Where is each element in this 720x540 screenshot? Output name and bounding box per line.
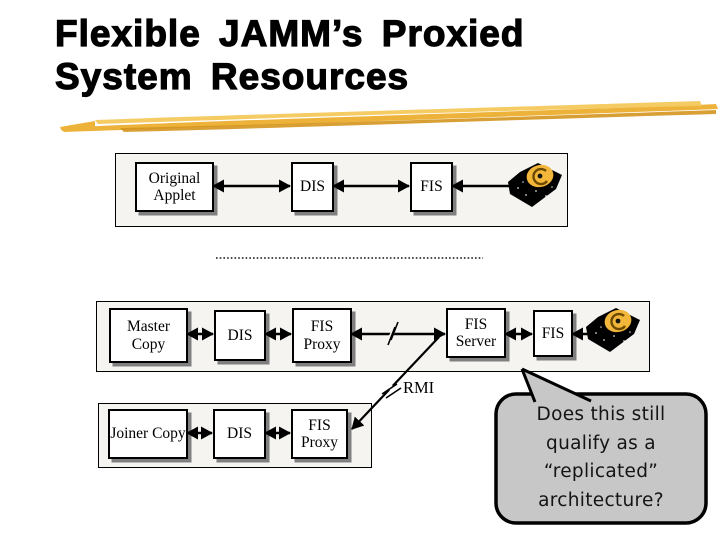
row3-joiner-copy-box: Joiner Copy <box>108 409 188 459</box>
row3-fis-proxy-label: FIS Proxy <box>300 416 339 451</box>
callout-line2: qualify as a <box>546 432 656 454</box>
callout-line4: architecture? <box>538 489 664 511</box>
slide-title-line1: Flexible JAMM’s Proxied <box>54 12 525 54</box>
row2-fis-server-label: FIS Server <box>455 315 497 350</box>
row2-fis-server-box: FIS Server <box>446 308 506 358</box>
row1-container: Original Applet DIS FIS <box>115 153 568 227</box>
slide-title: Flexible JAMM’s Proxied System Resources <box>54 12 525 98</box>
row2-fis-proxy-box: FIS Proxy <box>292 308 352 363</box>
row3-dis-box: DIS <box>213 409 266 459</box>
row2-dis-box: DIS <box>214 310 266 361</box>
row1-original-applet-box: Original Applet <box>135 162 214 212</box>
row3-dis-label: DIS <box>227 425 252 443</box>
row1-original-applet-label: Original Applet <box>148 169 201 204</box>
row1-fis-box: FIS <box>410 162 453 212</box>
callout-text: Does this still qualify as a “replicated… <box>497 401 705 515</box>
highlight-brush-stroke-icon <box>60 101 718 132</box>
callout-line3: “replicated” <box>543 461 659 482</box>
row3-joiner-copy-label: Joiner Copy <box>110 425 186 443</box>
row2-fis-label: FIS <box>541 324 565 342</box>
row2-container: Master Copy DIS FIS Proxy FIS Server FIS <box>96 301 650 372</box>
row1-dis-label: DIS <box>300 178 325 196</box>
row2-master-copy-box: Master Copy <box>109 308 188 363</box>
row3-fis-proxy-box: FIS Proxy <box>291 409 348 459</box>
row2-master-copy-label: Master Copy <box>126 318 171 353</box>
callout-line1: Does this still <box>536 404 666 425</box>
rmi-connection-label: RMI <box>403 378 435 397</box>
row2-fis-proxy-label: FIS Proxy <box>303 318 341 353</box>
row1-fis-label: FIS <box>420 178 443 196</box>
row2-dis-label: DIS <box>227 326 253 344</box>
row3-container: Joiner Copy DIS FIS Proxy <box>98 403 372 468</box>
row2-fis-box: FIS <box>533 310 573 357</box>
row1-dis-box: DIS <box>291 162 334 212</box>
slide-title-line2: System Resources <box>54 55 410 97</box>
